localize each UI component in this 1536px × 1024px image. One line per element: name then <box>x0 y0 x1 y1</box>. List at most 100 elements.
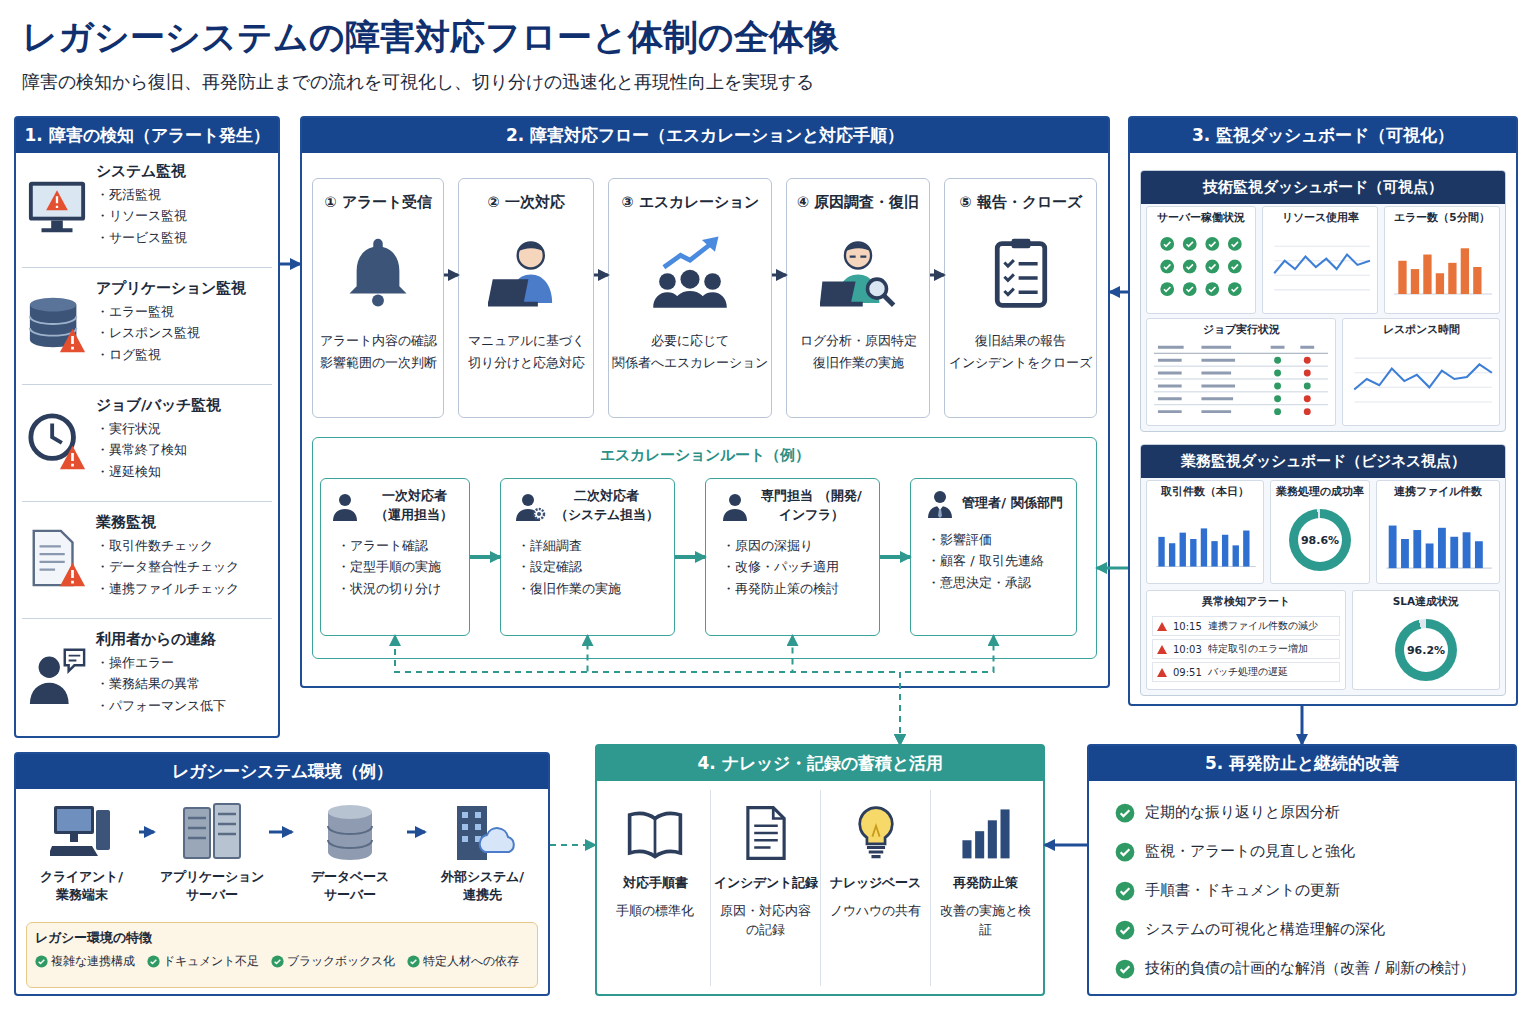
step-title: ③ エスカレーション <box>621 193 758 212</box>
feature-text: 特定人材への依存 <box>423 953 519 970</box>
role-title: 管理者/ 関係部門 <box>962 494 1062 513</box>
icon <box>957 804 1015 862</box>
widget-title: サーバー稼働状況 <box>1157 211 1245 225</box>
knowledge-desc: 原因・対応内容 の記録 <box>711 902 820 940</box>
icon <box>318 800 382 864</box>
alert-time: 10:15 <box>1173 621 1202 632</box>
dashboard-panel: 技術監視ダッシュボード（可視点）サーバー稼働状況リソース使用率エラー数（5分間）… <box>1140 170 1506 432</box>
role-box: 一次対応者 （運用担当）・アラート確認・定型手順の実施・状況の切り分け <box>320 478 470 636</box>
bullet-text: ・復旧作業の実施 <box>509 578 666 599</box>
icon <box>924 487 956 519</box>
widget: サーバー稼働状況 <box>1146 206 1256 314</box>
check-text: システムの可視化と構造理解の深化 <box>1145 920 1385 939</box>
alert-text: 特定取引のエラー増加 <box>1208 642 1308 656</box>
component-label: クライアント/ 業務端末 <box>24 868 139 904</box>
connector <box>900 636 994 744</box>
bullet-text: ・リソース監視 <box>96 205 187 226</box>
connector <box>550 844 595 846</box>
system-component: データベース サーバー <box>292 798 407 916</box>
bullet-text: ・顧客 / 取引先連絡 <box>919 550 1068 571</box>
feature-row: 複雑な連携構成ドキュメント不足ブラックボックス化特定人材への依存 <box>35 953 529 970</box>
icon <box>626 804 684 862</box>
diagram-title: レガシーシステムの障害対応フローと体制の全体像 <box>22 14 839 61</box>
connector <box>1110 291 1128 294</box>
step-body: 必要に応じて 関係者へエスカレーション <box>612 330 768 374</box>
step-title: ⑤ 報告・クローズ <box>959 193 1081 212</box>
bullet-text: ・設定確認 <box>509 556 666 577</box>
icon <box>652 234 728 310</box>
alert-text: 連携ファイル件数の減少 <box>1208 619 1318 633</box>
connector <box>269 831 292 834</box>
bullet-text: ・死活監視 <box>96 184 187 205</box>
system-component: 外部システム/ 連携先 <box>425 798 540 916</box>
item-heading: 利用者からの連絡 <box>96 630 226 649</box>
feature-text: ブラックボックス化 <box>287 953 395 970</box>
widget: エラー数（5分間） <box>1384 206 1500 314</box>
check-item: 定期的な振り返りと原因分析 <box>1115 793 1515 832</box>
step-title: ① アラート受信 <box>324 193 431 212</box>
bullet-text: ・異常終了検知 <box>96 439 221 460</box>
monitor-item: アプリケーション監視・エラー監視・レスポンス監視・ログ監視 <box>22 273 272 385</box>
knowledge-title: ナレッジベース <box>830 874 921 892</box>
icon <box>407 955 420 968</box>
icon <box>488 234 564 310</box>
role-header: 専門担当 （開発/インフラ） <box>714 487 871 525</box>
bullet-text: ・アラート確認 <box>329 535 461 556</box>
icon <box>1152 503 1258 575</box>
text-column: ジョブ/バッチ監視・実行状況・異常終了検知・遅延検知 <box>96 396 221 482</box>
item-heading: 業務監視 <box>96 513 239 532</box>
alert-row: 09:51バッチ処理の遅延 <box>1152 662 1340 682</box>
monitor-item: 業務監視・取引件数チェック・データ整合性チェック・連携ファイルチェック <box>22 507 272 619</box>
component-label: データベース サーバー <box>292 868 407 904</box>
step-body: マニュアルに基づく 切り分けと応急対応 <box>462 330 590 374</box>
section-panel: レガシーシステム環境（例）クライアント/ 業務端末アプリケーション サーバーデー… <box>14 752 550 996</box>
icon <box>1390 229 1494 305</box>
widget: SLA達成状況96.2% <box>1352 590 1500 690</box>
role-box: 専門担当 （開発/インフラ）・原因の深掘り・改修・パッチ適用・再発防止策の検討 <box>705 478 880 636</box>
alert-time: 09:51 <box>1173 667 1202 678</box>
alert-row: 10:15 連携ファイル件数の減少 <box>1152 616 1340 636</box>
icon <box>1268 229 1372 305</box>
check-list: 定期的な振り返りと原因分析監視・アラートの見直しと強化手順書・ドキュメントの更新… <box>1089 781 1515 988</box>
icon <box>1115 920 1135 940</box>
donut-ring: 98.6% <box>1289 509 1351 571</box>
section-header: 1. 障害の検知（アラート発生） <box>16 118 278 153</box>
bullet-text: ・改修・パッチ適用 <box>714 556 871 577</box>
component-label: 外部システム/ 連携先 <box>425 868 540 904</box>
section-panel: 1. 障害の検知（アラート発生） システム監視・死活監視・リソース監視・サービス監… <box>14 116 280 738</box>
bullet-text: ・実行状況 <box>96 418 221 439</box>
feature-box: レガシー環境の特徴複雑な連携構成ドキュメント不足ブラックボックス化特定人材への依… <box>26 922 538 988</box>
icon <box>1152 341 1330 417</box>
icon <box>1152 229 1250 305</box>
bullet-text: ・業務結果の異常 <box>96 673 226 694</box>
icon <box>1348 341 1494 417</box>
widget: レスポンス時間 <box>1342 318 1500 426</box>
flow-step: ② 一次対応マニュアルに基づく 切り分けと応急対応 <box>458 178 594 418</box>
feature-title: レガシー環境の特徴 <box>35 929 529 947</box>
feature-item: ブラックボックス化 <box>271 953 395 970</box>
bullet-text: ・ログ監視 <box>96 344 246 365</box>
knowledge-desc: 改善の実施と検証 <box>931 902 1040 940</box>
bullet-text: ・操作エラー <box>96 652 226 673</box>
connector <box>880 555 910 559</box>
section-header: 2. 障害対応フロー（エスカレーションと対応手順） <box>302 118 1108 153</box>
bullet-text: ・エラー監視 <box>96 301 246 322</box>
text-column: システム監視・死活監視・リソース監視・サービス監視 <box>96 162 187 248</box>
icon <box>514 490 546 522</box>
text-column: アプリケーション監視・エラー監視・レスポンス監視・ログ監視 <box>96 279 246 365</box>
icon <box>737 804 795 862</box>
diagram-caption: 障害の検知から復旧、再発防止までの流れを可視化し、切り分けの迅速化と再現性向上を… <box>22 70 814 94</box>
step-title: ② 一次対応 <box>487 193 564 212</box>
feature-item: ドキュメント不足 <box>147 953 259 970</box>
knowledge-item: インシデント記録原因・対応内容 の記録 <box>710 790 820 986</box>
icon <box>1115 842 1135 862</box>
check-item: 手順書・ドキュメントの更新 <box>1115 871 1515 910</box>
widget-title: SLA達成状況 <box>1393 595 1459 609</box>
connector <box>1097 567 1128 570</box>
role-header: 一次対応者 （運用担当） <box>329 487 461 525</box>
widget-title: ジョブ実行状況 <box>1203 323 1280 337</box>
check-text: 監視・アラートの見直しと強化 <box>1145 842 1355 861</box>
route-title: エスカレーションルート（例） <box>313 446 1096 465</box>
bullet-text: ・サービス監視 <box>96 227 187 248</box>
